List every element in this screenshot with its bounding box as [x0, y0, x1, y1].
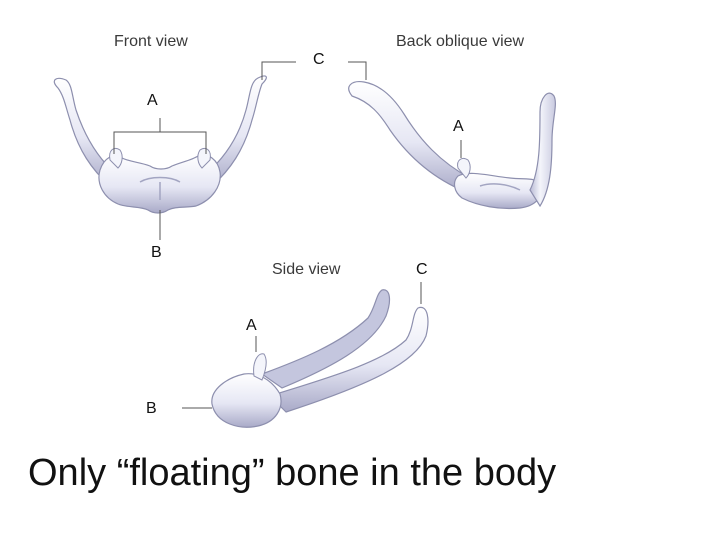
front-a-bracket — [113, 131, 207, 154]
side-view-leaders — [182, 282, 422, 409]
side-view-hyoid — [211, 289, 429, 428]
side-lesser-horn — [253, 353, 267, 381]
side-near-horn — [268, 306, 429, 413]
back-hyoid-body — [453, 172, 542, 210]
side-label-c: C — [416, 261, 428, 278]
front-right-lesser-horn — [197, 147, 211, 169]
front-view-title: Front view — [114, 33, 188, 50]
back-greater-horn — [348, 81, 471, 193]
front-label-a: A — [147, 92, 158, 109]
top-label-c: C — [313, 51, 325, 68]
back-oblique-view-hyoid — [348, 81, 556, 210]
side-hyoid-body — [211, 373, 282, 428]
back-lesser-horn — [457, 157, 471, 179]
c-bracket-left — [261, 61, 296, 80]
side-label-a: A — [246, 317, 257, 334]
side-view-title: Side view — [272, 261, 341, 278]
back-oblique-view-title: Back oblique view — [396, 33, 525, 50]
side-far-horn — [260, 289, 391, 389]
front-view-leaders — [113, 61, 367, 240]
front-label-b: B — [151, 244, 162, 261]
front-view-hyoid — [53, 75, 267, 214]
back-far-horn — [529, 92, 556, 208]
front-left-lesser-horn — [109, 147, 123, 169]
front-right-greater-horn — [205, 75, 267, 187]
front-left-greater-horn — [53, 77, 117, 187]
back-label-a: A — [453, 118, 464, 135]
c-bracket-right — [348, 61, 367, 80]
side-label-b: B — [146, 400, 157, 417]
caption: Only “floating” bone in the body — [28, 452, 557, 494]
